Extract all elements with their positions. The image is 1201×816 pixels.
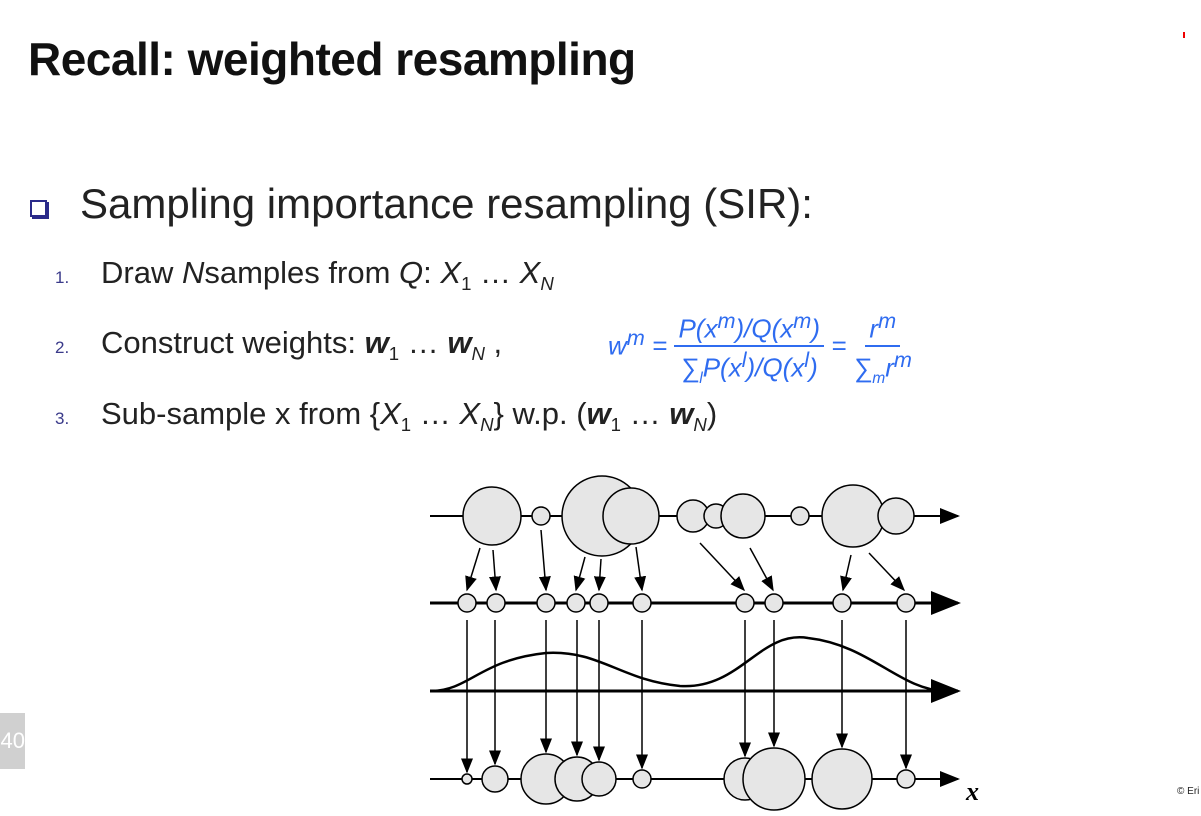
ellipsis: … <box>411 396 460 431</box>
sample-circle <box>632 593 652 613</box>
red-mark <box>1183 32 1185 38</box>
sample-circle <box>566 593 586 613</box>
sample-circle <box>832 593 852 613</box>
sample-circle <box>457 593 477 613</box>
subscript: N <box>693 414 707 436</box>
weight-formula: wm = P(xm)/Q(xm)∑lP(xl)/Q(xl) = rm∑mrm <box>608 308 912 388</box>
arrow <box>749 547 774 592</box>
list-item: 1.Draw Nsamples from Q: X1 … XN <box>55 255 554 295</box>
math-var: X <box>459 396 481 431</box>
item-text: Construct weights: <box>101 325 365 360</box>
bullet-icon <box>30 200 47 217</box>
bullet-heading: Sampling importance resampling (SIR): <box>80 180 813 227</box>
sample-circle <box>821 484 885 548</box>
ellipsis: … <box>399 325 448 360</box>
slide-number: 40 <box>0 713 25 769</box>
math-var: X <box>519 255 541 290</box>
math-var: w <box>447 325 472 360</box>
arrow <box>489 549 501 592</box>
sample-circle <box>462 486 522 546</box>
arrow <box>699 542 746 592</box>
math-var: w <box>669 396 694 431</box>
list-item: 2.Construct weights: w1 … wN , <box>55 325 502 365</box>
arrow <box>465 547 481 592</box>
sample-circle <box>589 593 609 613</box>
sample-circle <box>536 593 556 613</box>
ellipsis: … <box>471 255 520 290</box>
resampled-circle <box>581 761 617 797</box>
item-number: 3. <box>55 409 70 428</box>
formula-sup: m <box>626 324 645 350</box>
subscript: 1 <box>400 414 412 436</box>
resampled-circle <box>896 769 916 789</box>
subscript: N <box>471 343 485 365</box>
resampled-circle <box>811 748 873 810</box>
arrow <box>593 558 606 592</box>
formula-eq: = <box>644 330 675 361</box>
item-number: 1. <box>55 268 70 287</box>
formula-lhs: w <box>608 330 627 361</box>
item-text: : <box>423 255 441 290</box>
slide-title: Recall: weighted resampling <box>28 33 636 85</box>
sample-circle <box>764 593 784 613</box>
formula-num: P(x <box>678 313 718 344</box>
subscript: 1 <box>610 414 622 436</box>
math-var: w <box>586 396 611 431</box>
arrow <box>634 546 647 592</box>
sample-circle <box>531 506 551 526</box>
resampled-circle <box>632 769 652 789</box>
x-axis-label: x <box>965 777 979 806</box>
fraction: P(xm)/Q(xm)∑lP(xl)/Q(xl) <box>674 308 824 388</box>
resampled-circle <box>481 765 509 793</box>
sample-circle <box>896 593 916 613</box>
item-text: } w.p. ( <box>493 396 587 431</box>
resampled-circle <box>742 747 806 811</box>
sample-circle <box>790 506 810 526</box>
resampled-circle <box>461 773 473 785</box>
list-item: 3.Sub-sample x from {X1 … XN} w.p. (w1 …… <box>55 396 717 436</box>
math-var: N <box>181 255 205 290</box>
item-text: samples from <box>204 255 400 290</box>
ellipsis: … <box>621 396 670 431</box>
fraction: rm∑mrm <box>853 308 912 387</box>
arrow <box>573 556 586 592</box>
item-text: , <box>484 325 503 360</box>
math-var: Q <box>399 255 424 290</box>
sample-circle <box>602 487 660 545</box>
sample-circle <box>720 493 766 539</box>
subscript: 1 <box>461 273 472 295</box>
math-var: X <box>440 255 462 290</box>
sum-sign: ∑ <box>680 352 700 383</box>
subscript: N <box>480 414 494 436</box>
math-var: X <box>380 396 401 431</box>
subscript: 1 <box>388 343 400 365</box>
math-var: w <box>364 325 389 360</box>
density-curve <box>431 636 946 693</box>
sample-circle <box>486 593 506 613</box>
item-text: ) <box>706 396 718 431</box>
subscript: N <box>540 273 554 295</box>
copyright: © Eri <box>1177 786 1200 797</box>
arrow <box>868 552 906 592</box>
sample-circle <box>735 593 755 613</box>
sample-circle <box>877 497 915 535</box>
item-text: Draw <box>101 255 182 290</box>
item-text: Sub-sample x from { <box>101 396 381 431</box>
item-number: 2. <box>55 338 70 357</box>
sum-sign: ∑ <box>853 352 873 383</box>
arrow <box>840 554 852 592</box>
arrow <box>538 529 551 592</box>
